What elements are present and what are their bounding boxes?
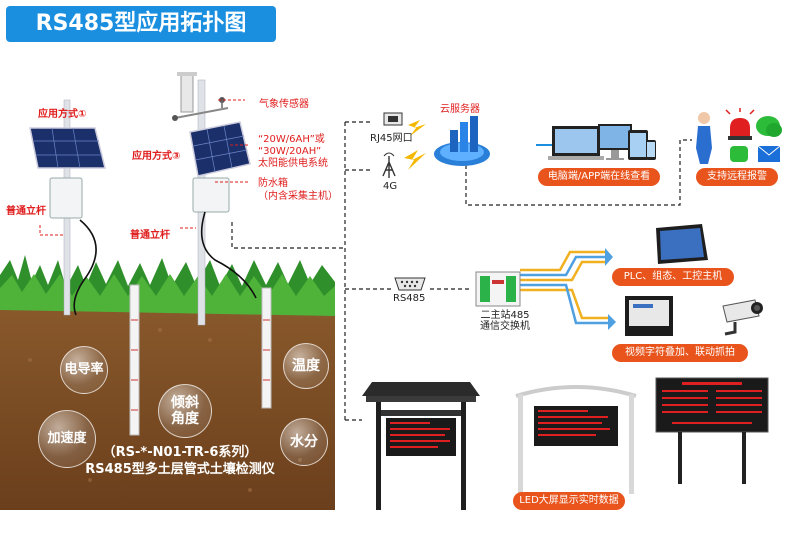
waterproof-box-label: 防水箱 （内含采集主机） xyxy=(258,178,338,202)
enclosure-1 xyxy=(49,177,83,219)
led-big-board xyxy=(652,376,772,490)
switch-485-device xyxy=(474,270,522,312)
video-pill: 视频字符叠加、联动抓拍 xyxy=(612,344,748,362)
app-mode-3-label: 应用方式③ xyxy=(132,151,181,162)
rj45-label: RJ45网口 xyxy=(370,133,413,144)
pc-app-devices xyxy=(548,120,658,172)
pole-label-2: 普通立杆 xyxy=(130,230,170,241)
enclosure-2 xyxy=(192,177,230,213)
solar-panel-2 xyxy=(189,121,251,177)
alarm-icons xyxy=(694,108,784,170)
video-overlay-device xyxy=(625,296,775,344)
plc-pill: PLC、组态、工控主机 xyxy=(612,268,734,286)
app-mode-1-label: 应用方式① xyxy=(38,109,87,120)
weather-sensor-label: 气象传感器 xyxy=(259,99,309,110)
product-series: （RS-*-N01-TR-6系列） xyxy=(102,445,258,460)
weather-sensor xyxy=(172,72,229,121)
rj45-icon xyxy=(383,111,403,126)
bubble-moisture: 水分 xyxy=(280,418,328,466)
page-title: RS485型应用拓扑图 xyxy=(6,6,276,42)
bubble-temperature: 温度 xyxy=(283,343,329,389)
rs485-port-icon xyxy=(394,276,426,295)
cloud-server-icon xyxy=(432,112,492,174)
bubble-conductivity: 电导率 xyxy=(60,346,108,394)
product-name: RS485型多土层管式土壤检测仪 xyxy=(85,462,275,477)
led-kiosk-pavilion xyxy=(362,382,480,516)
switch-label: 二主站485 通信交换机 xyxy=(480,310,530,332)
g4-label: 4G xyxy=(383,181,398,192)
rs485-label: RS485 xyxy=(393,293,426,304)
probe-tube-1 xyxy=(129,284,140,436)
led-arch-display xyxy=(512,380,640,500)
antenna-4g-icon xyxy=(380,152,398,182)
remote-alarm-pill: 支持远程报警 xyxy=(696,168,778,186)
plc-monitor xyxy=(652,224,712,270)
bubble-tilt-angle: 倾斜角度 xyxy=(158,384,212,438)
solar-panel-1 xyxy=(29,127,106,169)
pole-label-1: 普通立杆 xyxy=(6,206,46,217)
bubble-acceleration: 加速度 xyxy=(38,410,96,468)
probe-tube-2 xyxy=(261,287,272,409)
led-pill: LED大屏显示实时数据 xyxy=(513,492,625,510)
solar-system-label: “20W/6AH”或 “30W/20AH” 太阳能供电系统 xyxy=(258,134,328,169)
pc-app-pill: 电脑端/APP端在线查看 xyxy=(538,168,660,186)
cloud-server-label: 云服务器 xyxy=(440,104,480,115)
